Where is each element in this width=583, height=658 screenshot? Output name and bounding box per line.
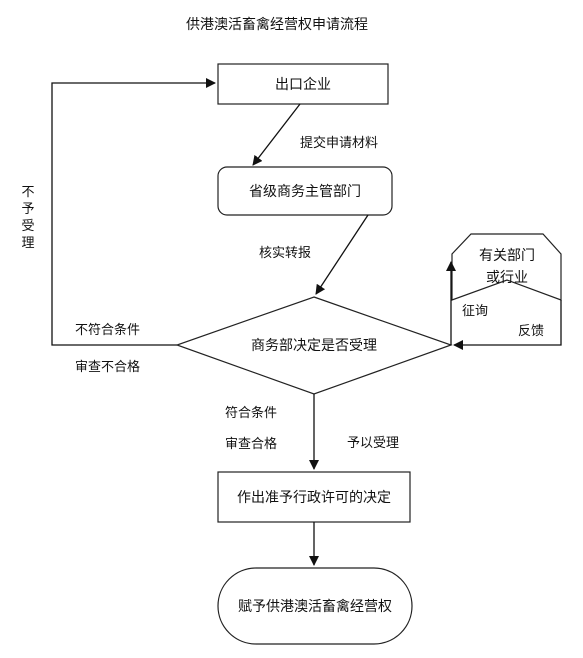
node-approval-decision-label: 作出准予行政许可的决定 — [237, 490, 391, 506]
node-decision: 商务部决定是否受理 — [175, 296, 453, 395]
label-review-pass: 审查合格 — [225, 436, 277, 452]
label-verify-forward: 核实转报 — [259, 246, 311, 261]
label-not-accepted-char-2: 予 — [21, 202, 34, 217]
edge-dept-to-decision — [315, 214, 369, 295]
node-related-dept-label-2: 或行业 — [486, 270, 528, 286]
label-accept: 予以受理 — [347, 436, 399, 451]
edge-feedback — [453, 300, 562, 350]
diagram-title: 供港澳活畜禽经营权申请流程 — [186, 16, 368, 33]
node-approval-decision: 作出准予行政许可的决定 — [217, 471, 411, 523]
node-export-company-label: 出口企业 — [275, 76, 331, 93]
label-feedback: 反馈 — [518, 324, 544, 339]
node-related-dept-label-1: 有关部门 — [479, 248, 535, 264]
label-not-meet: 不符合条件 — [75, 322, 140, 338]
label-not-accepted-char-1: 不 — [21, 185, 34, 200]
label-consult: 征询 — [462, 304, 488, 319]
label-submit-materials: 提交申请材料 — [300, 135, 378, 151]
label-meet: 符合条件 — [225, 405, 277, 421]
edge-company-to-dept — [252, 103, 301, 166]
edge-not-accepted-loop — [51, 78, 216, 346]
node-grant-right-label: 赋予供港澳活畜禽经营权 — [238, 598, 392, 615]
node-provincial-dept: 省级商务主管部门 — [217, 166, 393, 216]
node-export-company: 出口企业 — [217, 63, 389, 105]
label-review-fail: 审查不合格 — [75, 359, 140, 375]
node-provincial-dept-label: 省级商务主管部门 — [249, 184, 361, 200]
label-not-accepted-char-3: 受 — [21, 219, 34, 234]
label-not-accepted-char-4: 理 — [21, 236, 34, 251]
label-not-accepted-vertical: 不 予 受 理 — [21, 185, 34, 251]
node-grant-right: 赋予供港澳活畜禽经营权 — [217, 567, 413, 645]
node-related-dept: 有关部门 或行业 — [451, 233, 562, 301]
node-decision-label: 商务部决定是否受理 — [251, 338, 377, 354]
